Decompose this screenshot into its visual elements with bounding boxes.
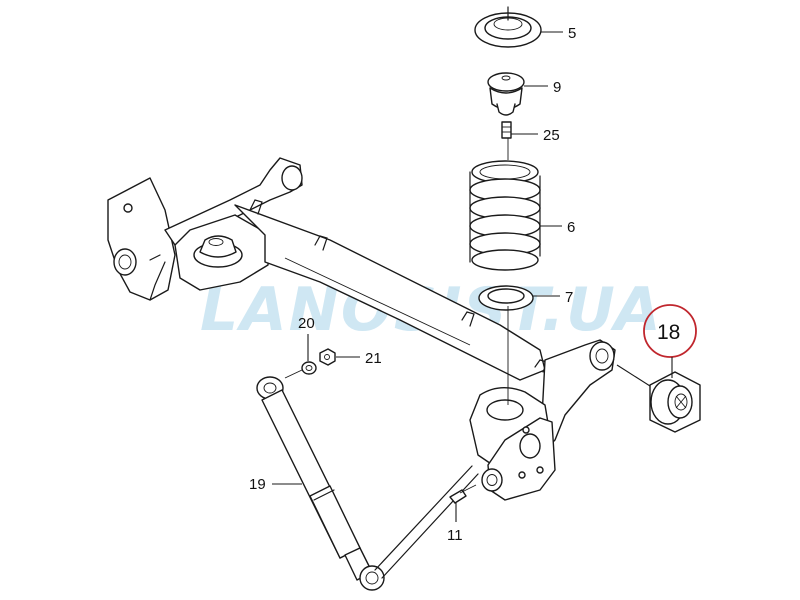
lower-spring-insulator [478, 285, 534, 311]
shock-absorber [256, 376, 479, 591]
callout-label: 9 [553, 79, 561, 96]
callout-label: 25 [543, 127, 560, 144]
upper-spring-insulator [474, 6, 542, 48]
callout-label: 11 [447, 527, 463, 544]
washer-and-nut [284, 348, 336, 379]
callout-19[interactable]: 19 [249, 476, 302, 493]
callout-18[interactable]: 18 [643, 304, 697, 378]
callout-label: 5 [568, 25, 576, 42]
bolt-11 [449, 484, 477, 504]
callout-9[interactable]: 9 [524, 79, 561, 96]
spring-stack [469, 6, 542, 405]
highlight-circle [643, 304, 697, 358]
callout-label: 19 [249, 476, 266, 493]
trailing-arm-bushing [616, 364, 701, 433]
bump-stopper [487, 72, 525, 116]
coil-spring [469, 160, 541, 271]
callout-label: 20 [298, 315, 315, 332]
callout-5[interactable]: 5 [541, 25, 576, 42]
rear-axle-beam [107, 157, 548, 381]
right-trailing-arm [469, 339, 616, 501]
callout-25[interactable]: 25 [511, 127, 560, 144]
callout-6[interactable]: 6 [540, 219, 575, 236]
callout-label: 6 [567, 219, 575, 236]
callout-7[interactable]: 7 [533, 289, 573, 306]
bolt-25 [501, 121, 512, 139]
callout-label: 21 [365, 350, 382, 367]
callout-20[interactable]: 20 [298, 315, 315, 361]
callout-21[interactable]: 21 [336, 350, 382, 367]
callout-11[interactable]: 11 [447, 503, 463, 544]
callout-label: 18 [657, 321, 680, 344]
callout-label: 7 [565, 289, 573, 306]
